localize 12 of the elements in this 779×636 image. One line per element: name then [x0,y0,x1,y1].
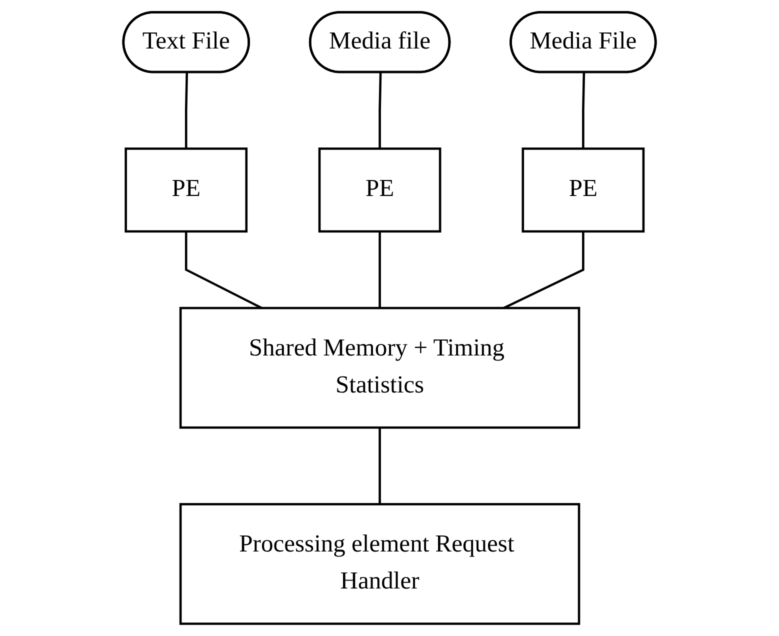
connector [503,231,584,310]
connector [582,72,586,149]
node-box: PE [522,148,645,233]
node-box: PE [318,148,442,233]
connector [378,231,381,308]
node-box: Processing element Request Handler [179,503,580,625]
node-box: Shared Memory + Timing Statistics [179,306,580,429]
connector [184,72,188,149]
node-box: PE [124,148,248,233]
connector [378,72,382,149]
connector [378,428,381,504]
connector [184,231,262,310]
